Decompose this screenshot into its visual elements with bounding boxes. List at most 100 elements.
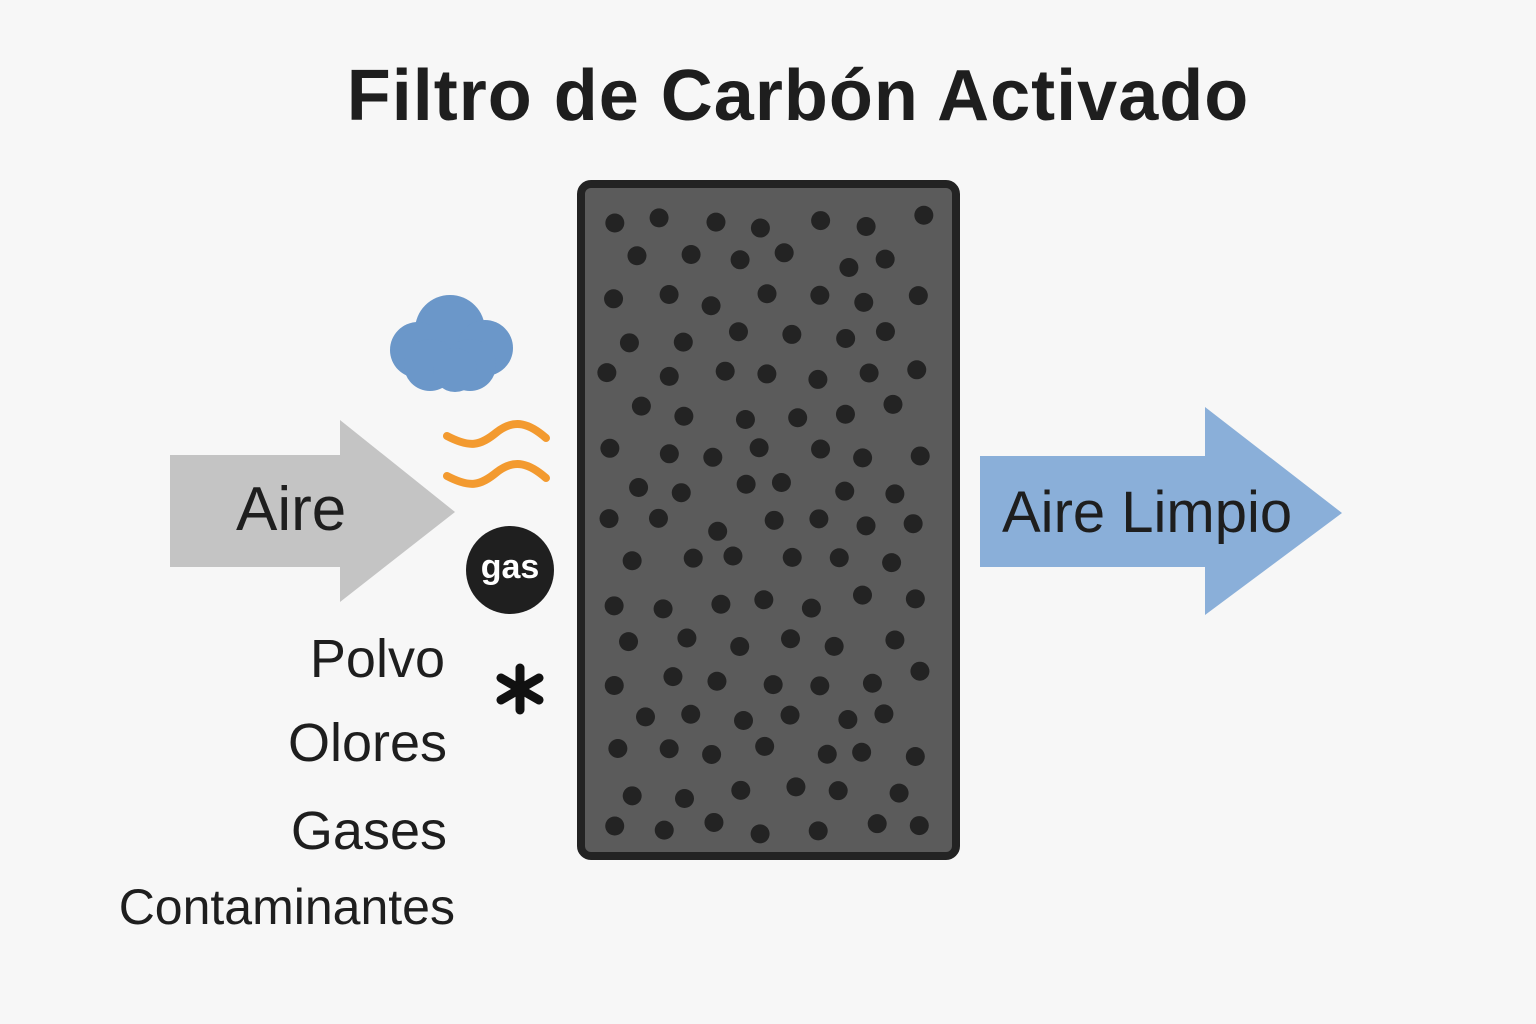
carbon-granule xyxy=(604,675,624,695)
carbon-granule xyxy=(681,245,701,265)
carbon-granule xyxy=(763,675,783,695)
carbon-granule xyxy=(889,783,909,803)
carbon-granule xyxy=(828,781,848,801)
carbon-granule xyxy=(608,738,628,758)
carbon-granule xyxy=(674,789,694,809)
carbon-granule xyxy=(786,777,806,797)
carbon-granule xyxy=(659,444,679,464)
carbon-granule xyxy=(659,739,679,759)
carbon-granule xyxy=(604,596,624,616)
odor-waves-icon xyxy=(443,420,550,488)
contaminant-label: Olores xyxy=(287,713,447,773)
contaminant-label: Gases xyxy=(290,801,447,861)
carbon-granule xyxy=(708,521,728,541)
carbon-granule xyxy=(730,636,750,656)
carbon-granule xyxy=(728,322,748,342)
carbon-granule xyxy=(835,404,855,424)
carbon-granule xyxy=(810,285,830,305)
cloud-icon xyxy=(390,295,513,392)
carbon-granule xyxy=(829,548,849,568)
carbon-granule xyxy=(885,630,905,650)
carbon-granule xyxy=(619,333,639,353)
carbon-granule xyxy=(677,628,697,648)
carbon-granule xyxy=(808,369,828,389)
carbon-granule xyxy=(674,406,694,426)
carbon-granule xyxy=(852,742,872,762)
carbon-granule xyxy=(910,661,930,681)
carbon-granule xyxy=(636,707,656,727)
carbon-granule xyxy=(908,286,928,306)
carbon-granule xyxy=(600,438,620,458)
input-air-label: Aire xyxy=(236,475,347,544)
carbon-granule xyxy=(808,821,828,841)
carbon-granule xyxy=(862,673,882,693)
gas-icon xyxy=(466,526,554,614)
carbon-granule xyxy=(654,820,674,840)
carbon-granule xyxy=(653,599,673,619)
contaminant-label: Polvo xyxy=(309,629,445,689)
carbon-granule xyxy=(701,296,721,316)
carbon-granule xyxy=(749,438,769,458)
carbon-granule xyxy=(856,516,876,536)
carbon-granule xyxy=(838,710,858,730)
carbon-granule xyxy=(903,514,923,534)
carbon-granule xyxy=(599,509,619,529)
carbon-granule xyxy=(622,551,642,571)
carbon-granule xyxy=(885,484,905,504)
carbon-granule xyxy=(782,547,802,567)
carbon-granule xyxy=(835,481,855,501)
carbon-granule xyxy=(715,361,735,381)
carbon-granule xyxy=(854,292,874,312)
carbon-granule xyxy=(811,211,831,231)
carbon-granule xyxy=(882,553,902,573)
carbon-granule xyxy=(604,289,624,309)
carbon-granule xyxy=(723,546,743,566)
carbon-granule xyxy=(755,736,775,756)
carbon-granule xyxy=(875,249,895,269)
carbon-granule xyxy=(764,510,784,530)
carbon-granule xyxy=(750,824,770,844)
carbon-granule xyxy=(757,364,777,384)
dust-asterisk-icon xyxy=(496,663,544,715)
carbon-granule xyxy=(883,394,903,414)
carbon-granule xyxy=(703,447,723,467)
carbon-granule xyxy=(681,704,701,724)
carbon-granule xyxy=(836,328,856,348)
carbon-granule xyxy=(683,548,703,568)
carbon-granule xyxy=(817,744,837,764)
carbon-granule xyxy=(909,816,929,836)
carbon-granule xyxy=(706,212,726,232)
carbon-granule xyxy=(730,250,750,270)
contaminant-label: Contaminantes xyxy=(118,879,455,935)
carbon-granule xyxy=(629,478,649,498)
gas-badge-label: gas xyxy=(480,548,540,586)
carbon-granule xyxy=(824,636,844,656)
output-air-label: Aire Limpio xyxy=(1002,480,1293,545)
carbon-granule xyxy=(874,704,894,724)
carbon-granule xyxy=(619,632,639,652)
carbon-granule xyxy=(771,472,791,492)
carbon-granule xyxy=(663,667,683,687)
carbon-granule xyxy=(627,246,647,266)
carbon-granule xyxy=(859,363,879,383)
carbon-granule xyxy=(605,213,625,233)
carbon-granule xyxy=(867,814,887,834)
carbon-granule xyxy=(707,671,727,691)
carbon-granule xyxy=(907,360,927,380)
carbon-granule xyxy=(754,590,774,610)
carbon-granule xyxy=(801,598,821,618)
carbon-granule xyxy=(631,396,651,416)
carbon-granule xyxy=(905,589,925,609)
carbon-granule xyxy=(734,711,754,731)
carbon-granule xyxy=(702,744,722,764)
carbon-granule xyxy=(736,474,756,494)
carbon-granule xyxy=(875,322,895,342)
carbon-granule xyxy=(809,509,829,529)
carbon-granule xyxy=(856,217,876,237)
carbon-granule xyxy=(648,508,668,528)
carbon-granule xyxy=(659,284,679,304)
carbon-granule xyxy=(839,258,859,278)
carbon-granule xyxy=(711,594,731,614)
input-air-arrow xyxy=(170,420,455,602)
carbon-granule xyxy=(905,747,925,767)
